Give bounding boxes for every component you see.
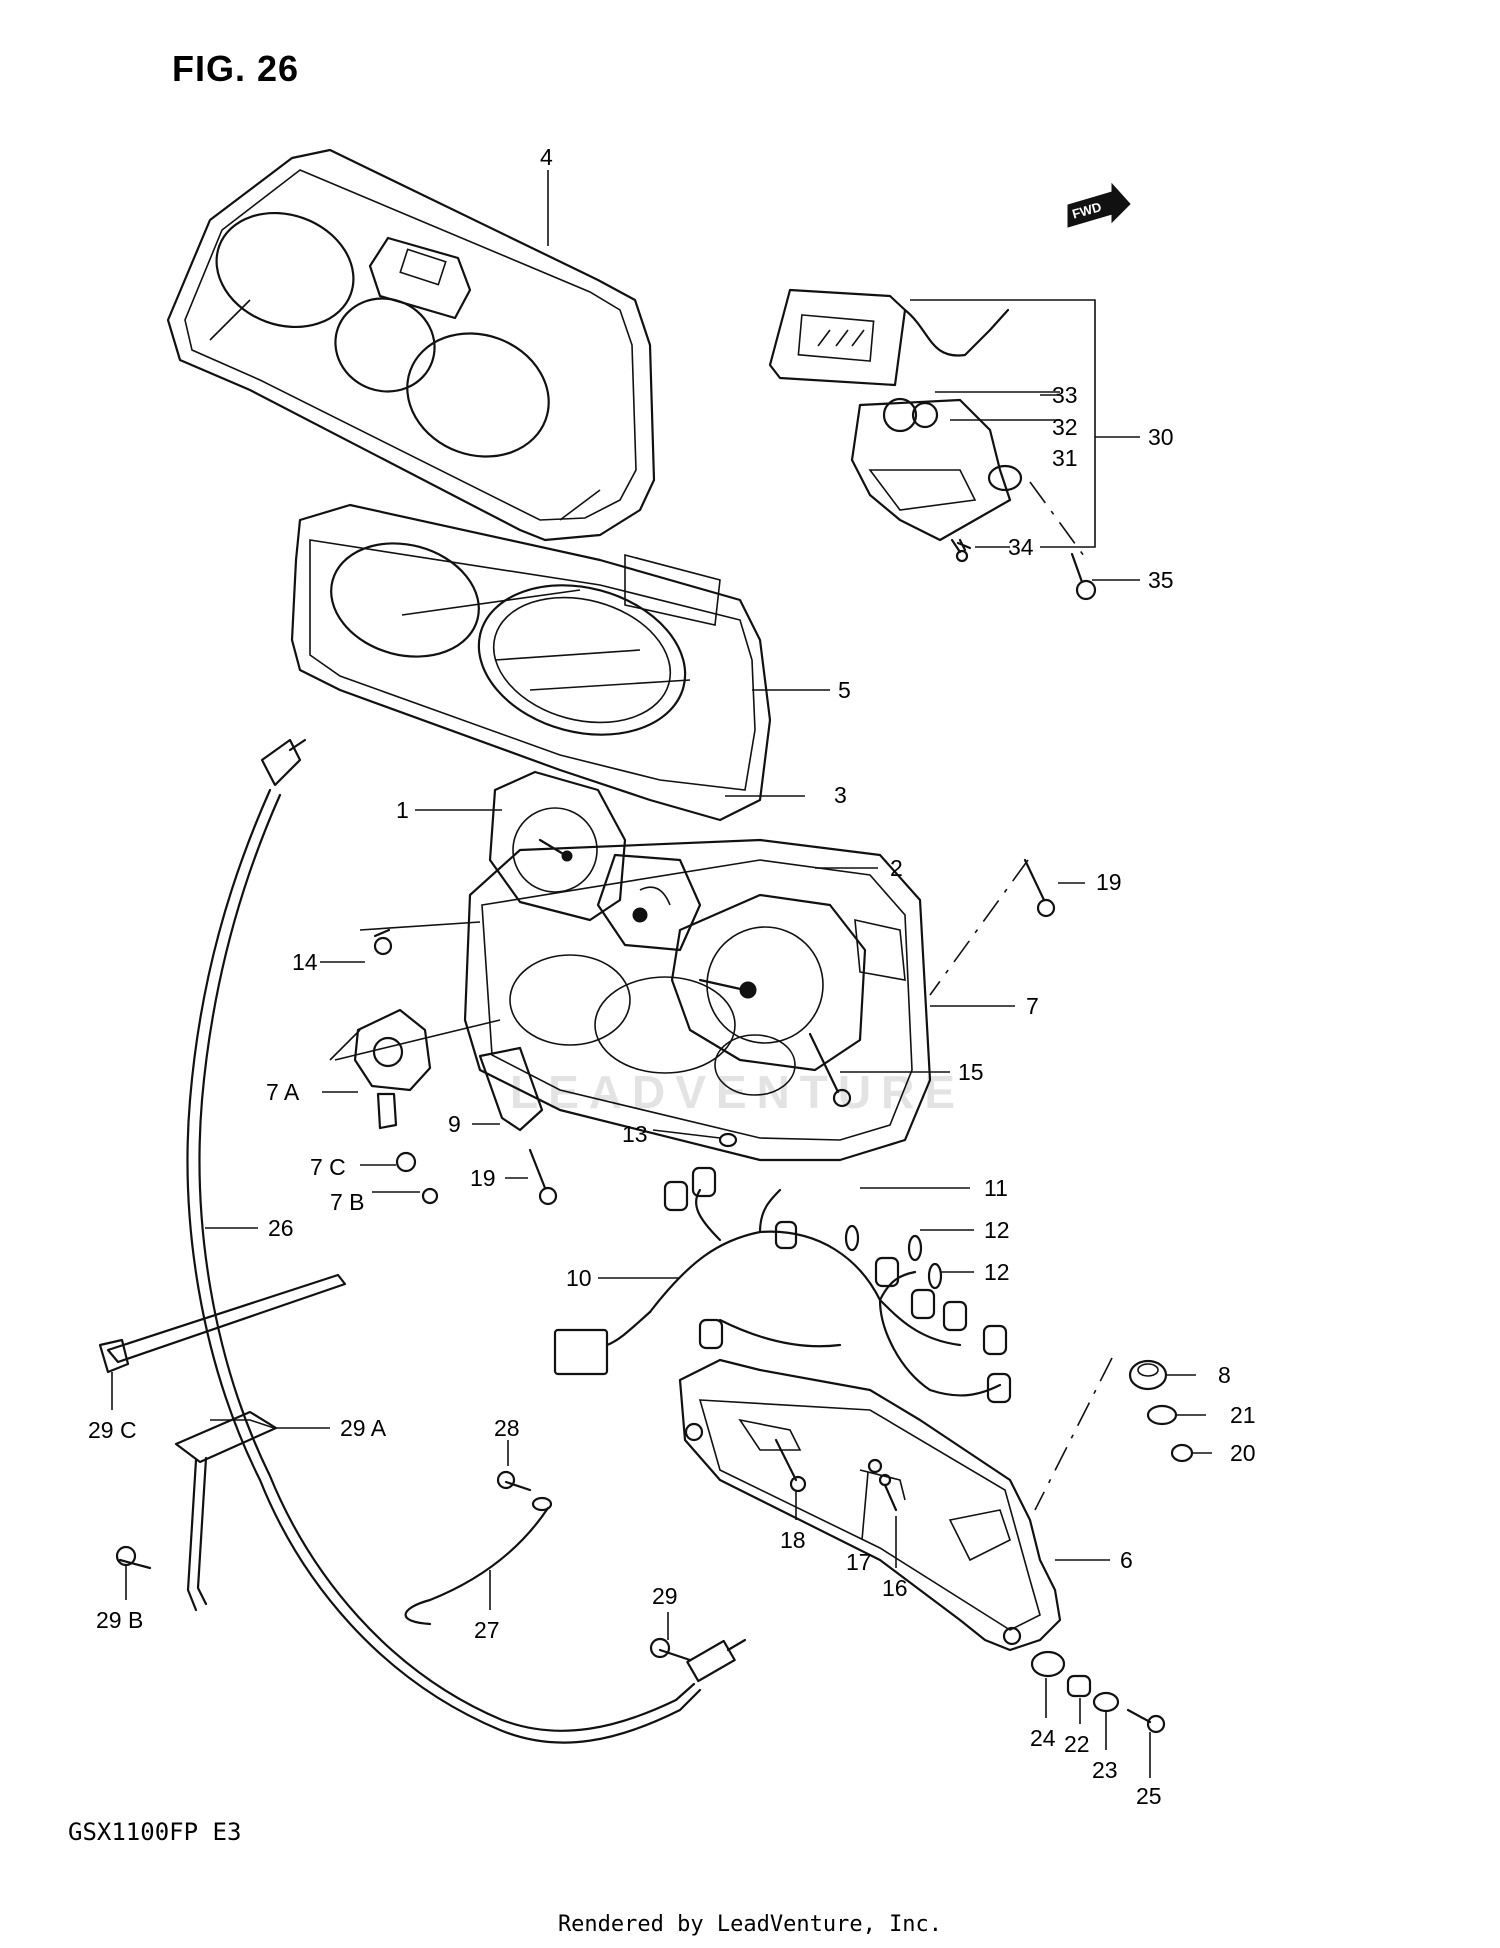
nut-20-part <box>1170 1443 1194 1463</box>
washer-23-part <box>1092 1691 1120 1713</box>
callout-28: 28 <box>494 1415 520 1441</box>
bolt-25-part <box>1126 1708 1166 1734</box>
callout-7c: 7 C <box>310 1154 346 1180</box>
callout-13: 13 <box>622 1121 648 1147</box>
callout-15: 15 <box>958 1059 984 1085</box>
screw-18-part <box>774 1438 807 1493</box>
forward-direction-arrow <box>1067 182 1131 228</box>
bolt-28-part <box>496 1470 532 1492</box>
callout-6: 6 <box>1120 1547 1133 1573</box>
callout-7b: 7 B <box>330 1189 365 1215</box>
callout-7a: 7 A <box>266 1079 300 1105</box>
callout-27: 27 <box>474 1617 500 1643</box>
callout-21: 21 <box>1230 1402 1256 1428</box>
callout-24: 24 <box>1030 1725 1056 1751</box>
callout-7: 7 <box>1026 993 1039 1019</box>
screw-16-part <box>878 1473 898 1512</box>
callout-11: 11 <box>984 1175 1008 1201</box>
callout-29: 29 <box>652 1583 678 1609</box>
callout-22: 22 <box>1064 1731 1090 1757</box>
callout-16: 16 <box>882 1575 908 1601</box>
callout-9: 9 <box>448 1111 461 1137</box>
screw-19-lower-part <box>528 1148 558 1206</box>
callout-30: 30 <box>1148 424 1174 450</box>
cushion-24-part <box>1030 1650 1066 1678</box>
callout-29b: 29 B <box>96 1607 143 1633</box>
trip-knob-bracket-part <box>353 1008 432 1130</box>
callout-labels: 4 30 31 32 33 34 35 5 1 3 2 19 14 7 15 7… <box>88 144 1256 1809</box>
cushion-9-part <box>478 1046 544 1132</box>
leader-lines <box>111 170 1212 1778</box>
callout-35: 35 <box>1148 567 1174 593</box>
figure-title: FIG. 26 <box>172 48 300 89</box>
tachometer-part <box>488 770 627 922</box>
callout-32: 32 <box>1052 414 1078 440</box>
clamp-29c-part <box>98 1273 347 1374</box>
callout-5: 5 <box>838 677 851 703</box>
washer-17-part <box>867 1458 883 1474</box>
callout-33: 33 <box>1052 382 1078 408</box>
callout-12b: 12 <box>984 1259 1010 1285</box>
callout-8: 8 <box>1218 1362 1231 1388</box>
callout-29a: 29 A <box>340 1415 387 1441</box>
callout-2: 2 <box>890 855 903 881</box>
callout-10: 10 <box>566 1265 592 1291</box>
callout-20: 20 <box>1230 1440 1256 1466</box>
footer-credit: Rendered by LeadVenture, Inc. <box>557 1912 943 1937</box>
meter-cover-part <box>166 148 656 542</box>
screw-15-part <box>808 1032 852 1108</box>
meter-lens-panel-part <box>290 503 772 822</box>
callout-19-upper: 19 <box>1096 869 1122 895</box>
temperature-gauge-part <box>596 853 702 952</box>
screw-35-part <box>1070 552 1097 601</box>
callout-3: 3 <box>834 782 847 808</box>
callout-25: 25 <box>1136 1783 1162 1809</box>
callout-17: 17 <box>846 1549 872 1575</box>
callout-29c: 29 C <box>88 1417 137 1443</box>
watermark-text: LEADVENTURE <box>510 1066 966 1118</box>
callout-23: 23 <box>1092 1757 1118 1783</box>
callout-1: 1 <box>396 797 409 823</box>
callout-12a: 12 <box>984 1217 1010 1243</box>
callout-19-lower: 19 <box>470 1165 496 1191</box>
callout-34: 34 <box>1008 534 1034 560</box>
callout-31: 31 <box>1052 445 1078 471</box>
bolt-29-part <box>649 1637 692 1662</box>
callout-26: 26 <box>268 1215 294 1241</box>
washer-21-part <box>1146 1404 1178 1426</box>
screw-14-part <box>373 928 393 956</box>
screw-19-upper-part <box>1023 858 1056 918</box>
speedometer-cable-part <box>186 738 747 1744</box>
trip-knob-screw-part <box>421 1187 439 1205</box>
callout-4: 4 <box>540 144 553 170</box>
meter-case-part <box>463 838 932 1162</box>
collar-22-part <box>1066 1674 1092 1698</box>
speedometer-part <box>670 893 867 1072</box>
clamp-27-part <box>404 1496 553 1626</box>
clock-assembly-part <box>768 288 1023 552</box>
trip-knob-cap-part <box>395 1151 417 1173</box>
wiring-harness-part <box>553 1132 1012 1404</box>
callout-18: 18 <box>780 1527 806 1553</box>
callout-14: 14 <box>292 949 318 975</box>
cable-guide-29a-part <box>174 1410 278 1612</box>
model-code: GSX1100FP E3 <box>68 1818 242 1846</box>
grommet-8-part <box>1128 1359 1168 1391</box>
phantom-lines <box>929 481 1113 1511</box>
bolt-29b-part <box>115 1545 152 1570</box>
meter-base-plate-part <box>678 1358 1062 1652</box>
screw-34-part <box>950 538 969 563</box>
